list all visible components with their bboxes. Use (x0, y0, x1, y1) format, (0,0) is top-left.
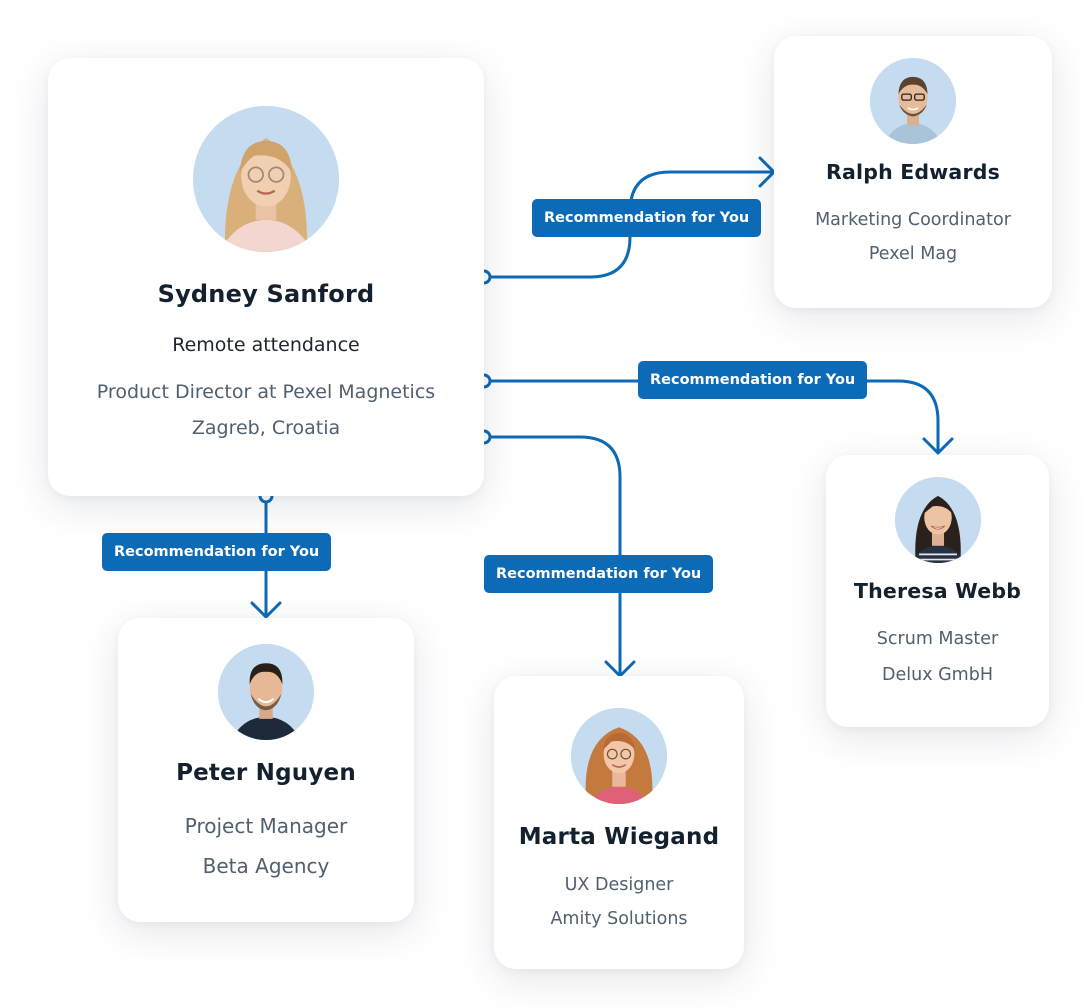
main-profile-card[interactable]: Sydney Sanford Remote attendance Product… (48, 58, 484, 496)
recommendation-card-marta[interactable]: Marta Wiegand UX Designer Amity Solution… (494, 676, 744, 969)
arrowhead-to-ralph (758, 156, 776, 188)
recommendation-company: Beta Agency (202, 854, 330, 878)
recommendation-role: Marketing Coordinator (815, 210, 1011, 230)
man-avatar-icon (870, 58, 956, 144)
woman-avatar-icon (571, 708, 667, 804)
recommendation-badge-peter[interactable]: Recommendation for You (102, 533, 332, 571)
arrowhead-to-peter (250, 601, 282, 619)
recommendation-name: Peter Nguyen (176, 760, 356, 786)
recommendation-role: Project Manager (184, 814, 348, 838)
recommendation-name: Marta Wiegand (518, 824, 720, 850)
recommendation-card-ralph[interactable]: Ralph Edwards Marketing Coordinator Pexe… (774, 36, 1052, 308)
recommendation-badge-ralph[interactable]: Recommendation for You (532, 199, 762, 237)
recommendation-name: Ralph Edwards (825, 160, 1001, 184)
man-avatar-icon (218, 644, 314, 740)
main-profile-location: Zagreb, Croatia (191, 417, 341, 439)
recommendation-company: Pexel Mag (868, 244, 958, 264)
recommendation-role: UX Designer (564, 875, 674, 895)
main-profile-role: Product Director at Pexel Magnetics (96, 381, 436, 403)
recommendation-card-theresa[interactable]: Theresa Webb Scrum Master Delux GmbH (826, 455, 1049, 727)
arrowhead-to-theresa (922, 437, 954, 455)
main-profile-name: Sydney Sanford (157, 280, 375, 308)
arrowhead-to-marta (604, 660, 636, 678)
recommendation-badge-marta[interactable]: Recommendation for You (484, 555, 714, 593)
main-profile-status: Remote attendance (172, 334, 360, 356)
recommendation-role: Scrum Master (876, 629, 999, 649)
recommendation-company: Amity Solutions (550, 909, 688, 929)
woman-avatar-icon (193, 106, 339, 252)
recommendation-company: Delux GmbH (882, 665, 993, 685)
recommendation-badge-theresa[interactable]: Recommendation for You (638, 361, 868, 399)
recommendation-card-peter[interactable]: Peter Nguyen Project Manager Beta Agency (118, 618, 414, 922)
recommendation-name: Theresa Webb (853, 579, 1022, 603)
woman-avatar-icon (894, 477, 981, 563)
